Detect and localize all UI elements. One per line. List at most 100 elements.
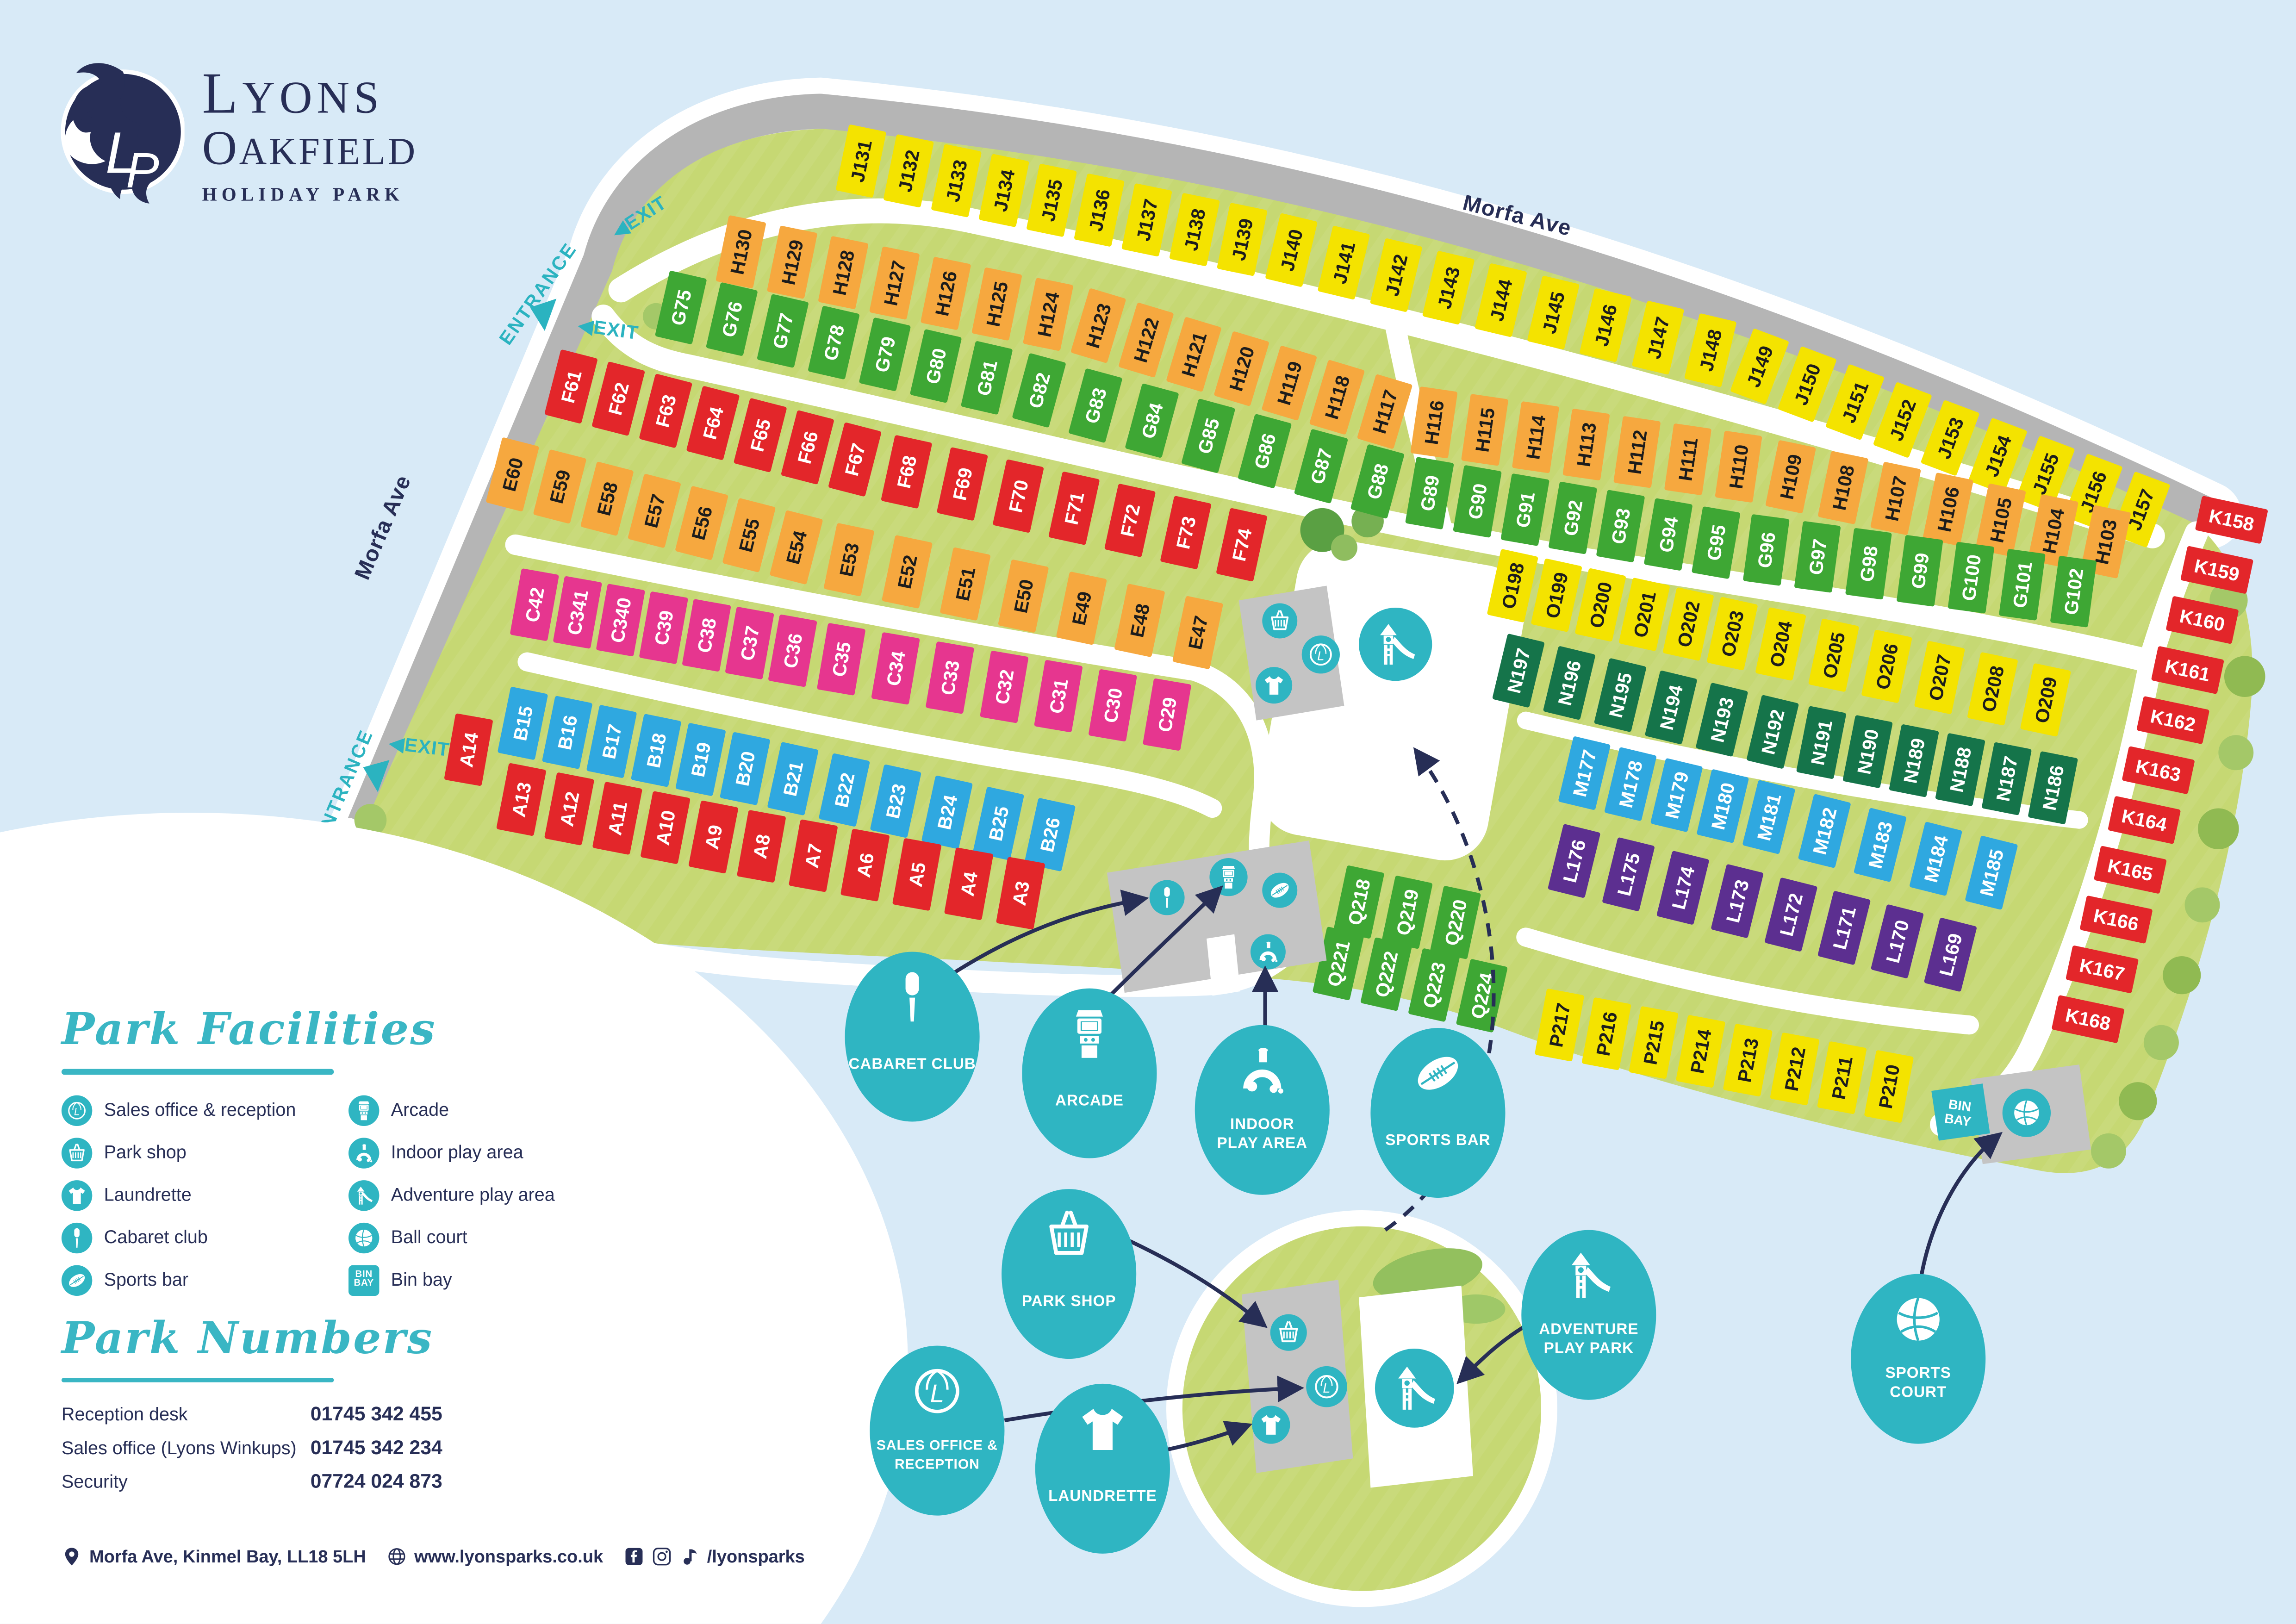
- plot-J154: J154: [1969, 418, 2027, 494]
- plot-H116: H116: [1410, 386, 1457, 459]
- cabaret-club-callout: CABARET CLUB: [845, 952, 980, 1122]
- cabaret-club-label: CABARET CLUB: [848, 1056, 976, 1073]
- plot-F73: F73: [1160, 496, 1211, 569]
- plot-H114: H114: [1512, 401, 1559, 473]
- plot-A13: A13: [496, 763, 546, 836]
- road-label-morfa-ave: Morfa Ave: [350, 471, 416, 583]
- adventure-play-park-label: PLAY PARK: [1544, 1339, 1634, 1356]
- plot-A4: A4: [944, 847, 993, 920]
- plot-H129: H129: [767, 225, 817, 299]
- plot-H130: H130: [716, 215, 766, 288]
- monogram-l: L: [106, 119, 138, 185]
- plot-G93: G93: [1596, 490, 1645, 562]
- brand-logo: L P LYONS OAKFIELD HOLIDAY PARK: [50, 38, 417, 234]
- entrance-arrows: [363, 299, 557, 792]
- footer-social-group: /lyonsparks: [623, 1546, 805, 1567]
- plot-G97: G97: [1794, 521, 1841, 593]
- plot-C35: C35: [817, 623, 865, 696]
- plot-K159: K159: [2180, 546, 2253, 594]
- plot-A6: A6: [840, 829, 890, 902]
- legend-label: Arcade: [391, 1100, 449, 1120]
- plot-C39: C39: [639, 591, 688, 664]
- footer-bar: Morfa Ave, Kinmel Bay, LL18 5LH www.lyon…: [62, 1546, 805, 1567]
- plot-O205: O205: [1808, 619, 1859, 692]
- plot-N186: N186: [2028, 751, 2078, 824]
- plot-A3: A3: [996, 857, 1045, 930]
- plot-J134: J134: [979, 154, 1029, 227]
- plot-H128: H128: [818, 236, 869, 309]
- plot-B24: B24: [921, 776, 973, 849]
- footer-social-handle: /lyonsparks: [707, 1546, 805, 1567]
- plot-F64: F64: [686, 386, 740, 460]
- plot-C31: C31: [1034, 660, 1083, 733]
- plot-G75: G75: [655, 271, 707, 344]
- plot-label: A7: [801, 842, 827, 870]
- brand-name-line1: LYONS: [202, 60, 384, 126]
- plot-J139: J139: [1217, 203, 1268, 276]
- plot-O204: O204: [1755, 607, 1806, 681]
- plot-C37: C37: [725, 607, 774, 679]
- plot-Q222: Q222: [1361, 937, 1412, 1011]
- plot-O206: O206: [1861, 630, 1912, 703]
- plot-G81: G81: [961, 341, 1013, 415]
- adventure-play-icon: [348, 1179, 380, 1210]
- plot-O201: O201: [1619, 578, 1670, 651]
- plot-H103: H103: [2080, 505, 2131, 579]
- plot-K168: K168: [2052, 995, 2124, 1043]
- plot-A7: A7: [789, 819, 838, 892]
- footer-address-group: Morfa Ave, Kinmel Bay, LL18 5LH: [62, 1546, 366, 1567]
- footer-website: www.lyonsparks.co.uk: [414, 1546, 604, 1567]
- plot-L171: L171: [1818, 891, 1871, 965]
- plot-G88: G88: [1350, 444, 1404, 519]
- plot-F71: F71: [1048, 472, 1100, 545]
- microphone-icon: [61, 1222, 93, 1253]
- laundrette-label: LAUNDRETTE: [1048, 1487, 1157, 1505]
- sports-court-label: COURT: [1890, 1383, 1947, 1400]
- plot-B17: B17: [586, 705, 637, 778]
- plot-H123: H123: [1071, 288, 1126, 363]
- plot-F70: F70: [993, 459, 1044, 533]
- plot-E58: E58: [580, 461, 634, 536]
- plot-F62: F62: [592, 361, 645, 436]
- plot-H125: H125: [972, 268, 1022, 341]
- plot-L169: L169: [1924, 918, 1977, 992]
- plot-K167: K167: [2066, 946, 2139, 993]
- phone-value: 07724 024 873: [310, 1470, 442, 1493]
- globe-icon: [388, 1548, 405, 1565]
- plot-F66: F66: [781, 410, 834, 485]
- plot-N188: N188: [1935, 733, 1985, 806]
- plot-K164: K164: [2108, 796, 2181, 844]
- plot-P215: P215: [1629, 1006, 1679, 1079]
- plot-J150: J150: [1778, 346, 1836, 422]
- legend-label: Laundrette: [104, 1184, 192, 1205]
- adventure-play-park-label: ADVENTURE: [1539, 1320, 1638, 1338]
- facilities-heading: Park Facilities: [61, 1004, 436, 1056]
- plot-G79: G79: [859, 317, 911, 391]
- plot-L173: L173: [1711, 864, 1763, 938]
- numbers-underline: [61, 1377, 334, 1382]
- facilities-island: [1166, 1210, 1557, 1607]
- legend-item: Sports bar: [61, 1264, 322, 1295]
- plot-G82: G82: [1012, 353, 1066, 428]
- plot-L174: L174: [1656, 851, 1709, 925]
- legend-label: Park shop: [104, 1142, 187, 1163]
- plot-M185: M185: [1965, 836, 2018, 910]
- plot-C33: C33: [926, 641, 974, 714]
- plot-N192: N192: [1747, 695, 1799, 769]
- plot-P210: P210: [1864, 1050, 1914, 1123]
- plot-L170: L170: [1871, 904, 1924, 978]
- plot-J141: J141: [1318, 226, 1370, 299]
- phone-label: Security: [61, 1471, 128, 1493]
- plot-H105: H105: [1975, 484, 2026, 557]
- legend-item: Ball court: [348, 1222, 555, 1253]
- plot-F69: F69: [937, 447, 988, 521]
- info-panel: Park Facilities Sales office & reception…: [61, 1004, 735, 1504]
- plot-H106: H106: [1923, 473, 1973, 546]
- sports-court-label: SPORTS: [1885, 1364, 1951, 1381]
- location-pin-icon: [65, 1548, 79, 1566]
